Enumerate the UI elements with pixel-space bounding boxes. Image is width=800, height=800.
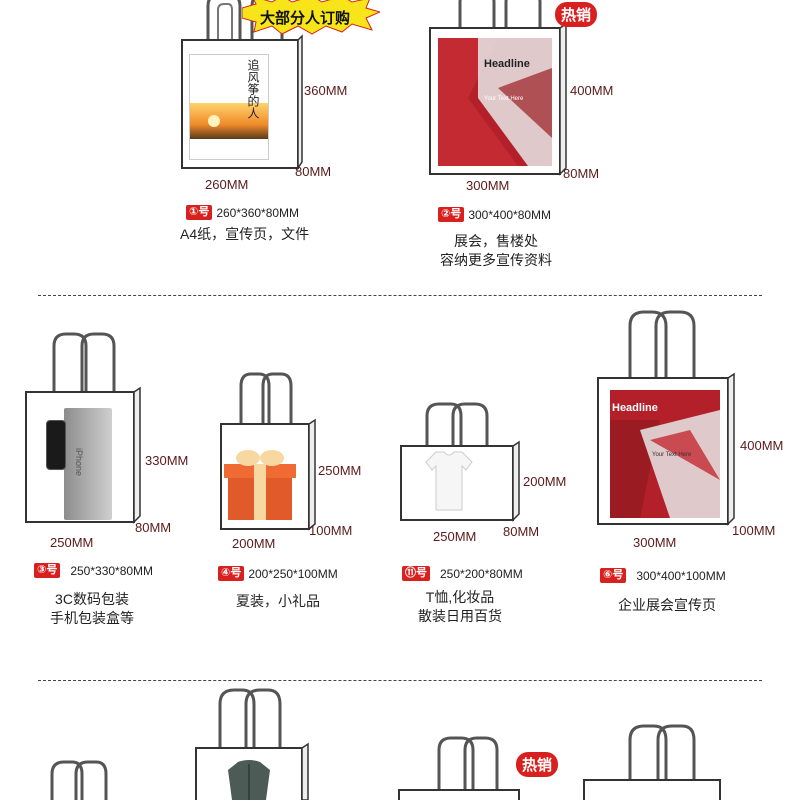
bag-2-height: 400MM — [570, 83, 614, 98]
bag-3-size: 250*330*80MM — [70, 563, 154, 578]
bag-11-size: 250*200*80MM — [440, 566, 523, 581]
bag-4-spec: ④号 200*250*100MM — [218, 566, 338, 581]
bag-6-poster: Headline Your Text Here — [610, 390, 720, 518]
bag-4-use-line: 夏装，小礼品 — [236, 593, 320, 609]
bag-3-spec: ③号 250*330*80MM — [34, 563, 153, 578]
bag-11-spec: ⑪号 250*200*80MM — [402, 566, 523, 581]
hot-badge-2: 热销 — [516, 752, 559, 777]
poster-sub: Your Text Here — [484, 96, 524, 102]
bag-11-use-line: 散装日用百货 — [418, 608, 502, 624]
hot-badge-1: 热销 — [555, 2, 598, 27]
bag-4-badge: ④号 — [218, 566, 245, 581]
bag-2-use-line: 容纳更多宣传资料 — [440, 252, 552, 268]
bag-3-phone-box: iPhone — [64, 408, 112, 520]
bag-1-spec: ①号 260*360*80MM — [186, 205, 299, 220]
bag-2-use-line: 展会，售楼处 — [454, 233, 538, 249]
bag-3-depth: 80MM — [135, 520, 172, 535]
bag-6-badge: ⑥号 — [600, 568, 627, 583]
bag-11-badge: ⑪号 — [402, 566, 430, 581]
bag-4-size: 200*250*100MM — [248, 566, 338, 581]
bag-4-height: 250MM — [318, 463, 362, 478]
bag-1-height: 360MM — [304, 83, 348, 98]
bag-6-depth: 100MM — [732, 523, 776, 538]
poster-sub: Your Text Here — [652, 452, 692, 458]
bag-1-badge: ①号 — [186, 205, 213, 220]
divider-2 — [38, 680, 762, 681]
bag-2-badge: ②号 — [438, 207, 465, 222]
bag-1-depth: 80MM — [295, 164, 332, 179]
bag-3-height: 330MM — [145, 453, 189, 468]
bag-11-use: T恤,化妆品 散装日用百货 — [418, 588, 502, 626]
bag-6-use: 企业展会宣传页 — [618, 596, 716, 615]
poster-headline: Headline — [612, 402, 658, 414]
book-cover: 追风筝的人 — [189, 54, 269, 160]
bag-row3-d — [583, 724, 721, 800]
bag-2-use: 展会，售楼处 容纳更多宣传资料 — [440, 232, 552, 270]
bag-6-use-line: 企业展会宣传页 — [618, 597, 716, 613]
bag-6-height: 400MM — [740, 438, 784, 453]
bag-6-width: 300MM — [633, 535, 677, 550]
jacket-icon — [228, 760, 270, 800]
bag-4-depth: 100MM — [309, 523, 353, 538]
bag-6-size: 300*400*100MM — [636, 568, 726, 583]
bag-4-use: 夏装，小礼品 — [236, 592, 320, 611]
popular-tag: 大部分人订购 — [260, 10, 351, 27]
bag-3-width: 250MM — [50, 535, 94, 550]
phone-brand: iPhone — [74, 448, 84, 477]
bag-2-width: 300MM — [466, 178, 510, 193]
bag-11-width: 250MM — [433, 529, 477, 544]
bag-2-size: 300*400*80MM — [468, 207, 552, 222]
bag-11-height: 200MM — [523, 474, 567, 489]
bag-2-spec: ②号 300*400*80MM — [438, 207, 551, 222]
bag-3-use: 3C数码包装 手机包装盒等 — [50, 590, 134, 628]
bag-3-badge: ③号 — [34, 563, 61, 578]
bag-1-use: A4纸，宣传页，文件 — [180, 225, 309, 244]
gift-box-icon — [224, 450, 296, 520]
bag-1-use-line: A4纸，宣传页，文件 — [180, 226, 310, 242]
poster-headline: Headline — [484, 58, 530, 70]
bag-11-use-line: T恤,化妆品 — [425, 589, 495, 605]
book-title: 追风筝的人 — [246, 59, 260, 119]
bag-4-width: 200MM — [232, 536, 276, 551]
bag-row3-a — [50, 760, 108, 800]
divider-1 — [38, 295, 762, 296]
tshirt-icon — [425, 451, 473, 511]
bag-3-use-line: 3C数码包装 — [55, 591, 129, 607]
bag-6-spec: ⑥号 300*400*100MM — [600, 568, 726, 583]
popular-burst: 大部分人订购 — [242, 0, 380, 35]
bag-3-use-line: 手机包装盒等 — [50, 610, 134, 626]
bag-row3-c — [398, 736, 520, 800]
sun-icon — [208, 115, 220, 127]
bag-1-size: 260*360*80MM — [216, 205, 300, 220]
phone-icon — [46, 420, 66, 470]
bag-2-poster: Headline Your Text Here — [438, 38, 552, 166]
bag-1-width: 260MM — [205, 177, 249, 192]
bag-11-depth: 80MM — [503, 524, 540, 539]
bag-2-depth: 80MM — [563, 166, 600, 181]
